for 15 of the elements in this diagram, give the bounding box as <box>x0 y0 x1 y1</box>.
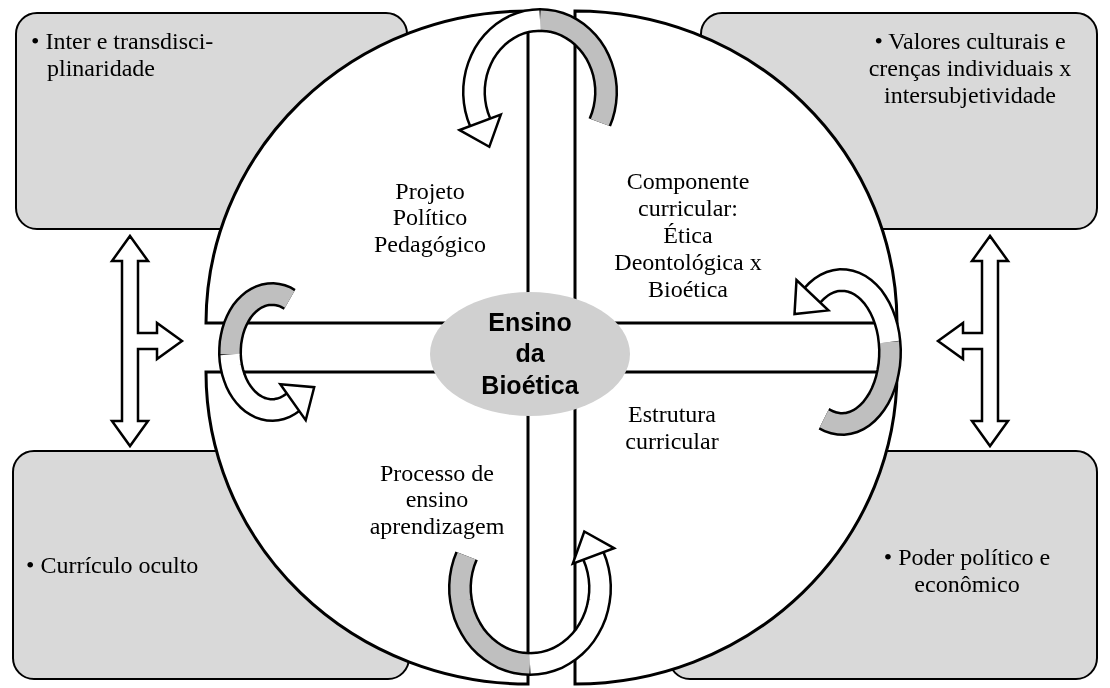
curved-arrow <box>793 267 902 437</box>
quadrant-label: Projeto Político Pedagógico <box>373 177 487 259</box>
curved-arrow <box>456 7 618 149</box>
bullet-text: • Inter e transdisci- plinaridade <box>31 28 215 82</box>
bullet-text: • Poder político e econômico <box>882 544 1052 598</box>
curved-arrow <box>448 529 617 676</box>
curved-arrow <box>218 281 316 424</box>
quadrant-label: Estrutura curricular <box>624 401 720 455</box>
double-arrow <box>935 233 1011 449</box>
center-title: Ensino da Bioética <box>480 307 580 401</box>
quadrant-label: Componente curricular: Ética Deontológica x Bioética <box>613 168 763 303</box>
bullet-text: • Valores culturais e crenças individuais x intersubjetividade <box>867 28 1073 109</box>
double-arrow <box>109 233 185 449</box>
bullet-text: • Currículo oculto <box>26 552 200 579</box>
quadrant-label: Processo de ensino aprendizagem <box>368 459 506 541</box>
